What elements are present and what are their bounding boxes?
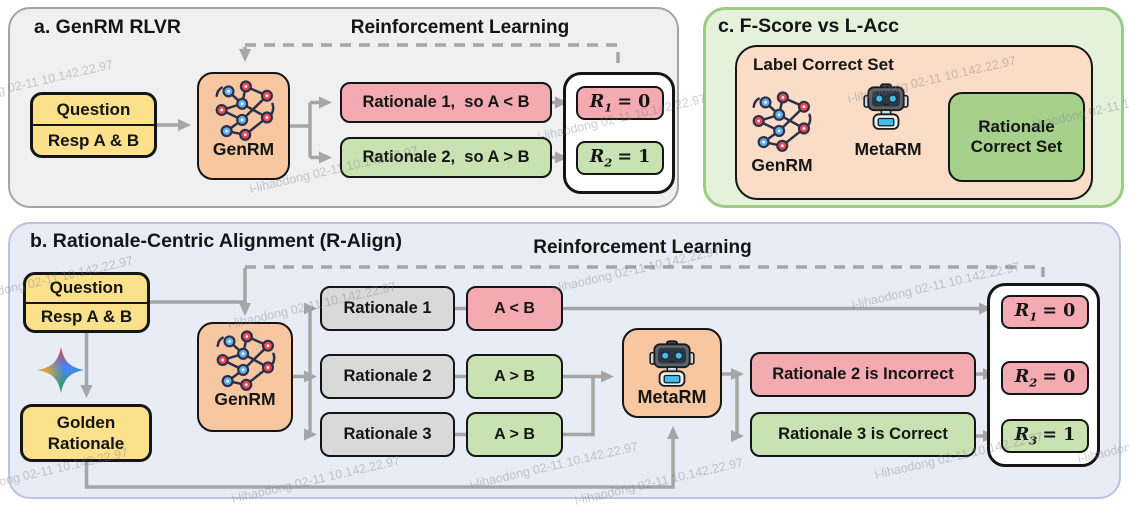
rationale-1-text: Rationale 1, so A < B — [362, 93, 530, 111]
rationale-correct-set-box: Rationale Correct Set — [948, 92, 1085, 182]
neural-network-icon — [216, 330, 276, 391]
panel-b-genrm-box: GenRM — [197, 322, 293, 432]
panel-a-rationale-2-box: Rationale 2, so A > B — [340, 137, 552, 178]
sparkle-icon — [37, 346, 85, 394]
robot-icon — [649, 340, 695, 387]
panel-a-input-box: Question Resp A & B — [30, 92, 157, 158]
panel-b-input-box: Question Resp A & B — [23, 272, 150, 333]
panel-a-rl-label: Reinforcement Learning — [350, 17, 570, 38]
genrm-label: GenRM — [214, 389, 276, 409]
panel-b-reward-1: R1= 0 — [1001, 295, 1089, 329]
judgment-rationale-2-text: Rationale 2 is Incorrect — [772, 365, 954, 383]
verdict-2-text: A > B — [494, 367, 535, 385]
panel-b-reward-2: R2= 0 — [1001, 361, 1089, 395]
panel-a-reward-1: R1= 0 — [576, 86, 664, 120]
rationale-2-text: Rationale 2, so A > B — [362, 148, 530, 166]
metarm-box: MetaRM — [622, 328, 722, 418]
neural-network-icon — [750, 90, 812, 152]
panel-b-title: b. Rationale-Centric Alignment (R-Align) — [30, 230, 402, 252]
panel-a-rationale-1-box: Rationale 1, so A < B — [340, 82, 552, 123]
panel-a-title: a. GenRM RLVR — [34, 16, 181, 38]
rationale-1-text: Rationale 1 — [343, 299, 432, 317]
verdict-3-text: A > B — [494, 425, 535, 443]
panel-a-genrm-box: GenRM — [197, 72, 290, 180]
rationale-1-box: Rationale 1 — [320, 286, 455, 331]
golden-rationale-label: Golden Rationale — [47, 412, 125, 453]
neural-network-icon — [214, 80, 274, 141]
question-label: Question — [56, 99, 131, 119]
genrm-label: GenRM — [212, 139, 275, 159]
rationale-correct-set-label: Rationale Correct Set — [970, 117, 1063, 156]
metarm-label: MetaRM — [637, 387, 707, 407]
panel-b-reward-3: R3= 1 — [1001, 419, 1089, 453]
label-correct-set-label: Label Correct Set — [753, 55, 894, 74]
rationale-2-text: Rationale 2 — [343, 367, 432, 385]
verdict-2-box: A > B — [466, 354, 563, 399]
rationale-3-text: Rationale 3 — [343, 425, 432, 443]
judgment-rationale-2-box: Rationale 2 is Incorrect — [750, 352, 976, 397]
judgment-rationale-3-box: Rationale 3 is Correct — [750, 412, 976, 457]
panel-c-genrm-label: GenRM — [751, 155, 813, 175]
rationale-3-box: Rationale 3 — [320, 412, 455, 457]
question-label: Question — [49, 278, 124, 298]
verdict-1-box: A < B — [466, 286, 563, 331]
responses-label: Resp A & B — [26, 301, 147, 331]
panel-a-reward-2: R2= 1 — [576, 141, 664, 175]
robot-icon — [860, 80, 912, 132]
panel-b-rl-label: Reinforcement Learning — [533, 237, 752, 258]
panel-c-title: c. F-Score vs L-Acc — [718, 15, 899, 37]
rationale-2-box: Rationale 2 — [320, 354, 455, 399]
responses-label: Resp A & B — [33, 124, 154, 155]
verdict-3-box: A > B — [466, 412, 563, 457]
verdict-1-text: A < B — [494, 299, 535, 317]
judgment-rationale-3-text: Rationale 3 is Correct — [778, 425, 948, 443]
golden-rationale-box: Golden Rationale — [20, 404, 152, 462]
panel-c-metarm-label: MetaRM — [854, 139, 922, 159]
